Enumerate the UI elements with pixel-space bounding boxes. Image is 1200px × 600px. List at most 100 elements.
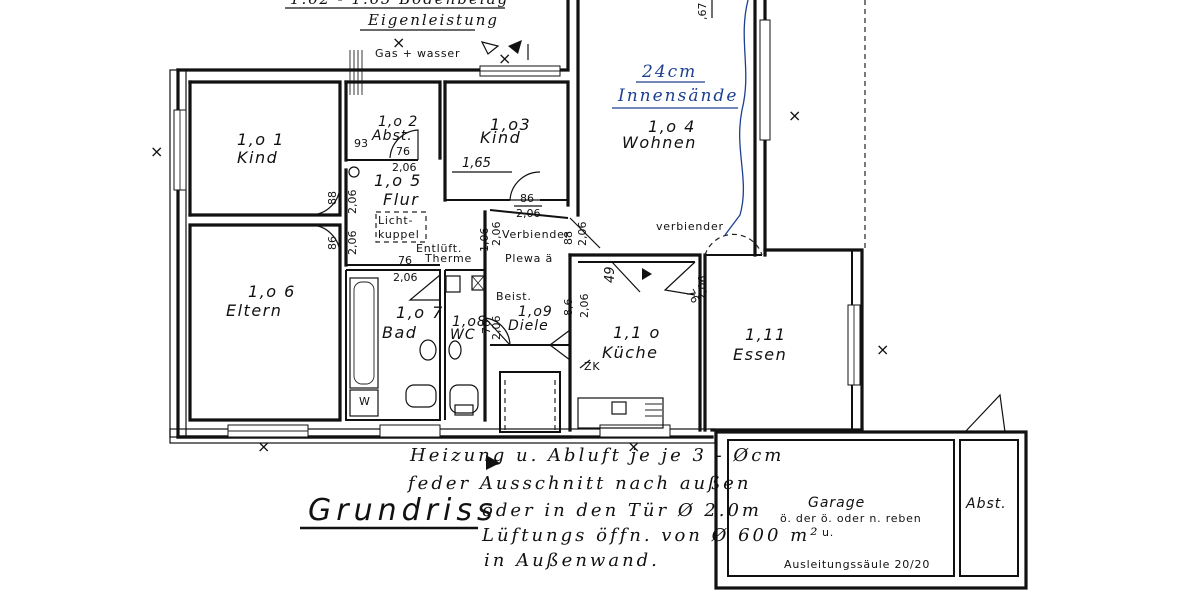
- dimension-text: 2,06: [490, 316, 503, 341]
- room-104-label: 1,o 4 Wohnen: [622, 117, 697, 152]
- doors: [309, 129, 1006, 433]
- room-110-label: 1,1 o Küche: [602, 323, 661, 362]
- skylight-label: kuppel: [378, 228, 420, 241]
- x-marker: ×: [392, 33, 405, 52]
- room-107-label: 1,o 7 Bad: [382, 303, 442, 342]
- dimension-text: 88: [562, 231, 575, 245]
- utilities-label: Gas + wasser: [375, 47, 460, 60]
- dimension-text: 2,06: [576, 222, 589, 247]
- vent-label: Entlüft.: [416, 242, 462, 255]
- dimension-text: 2,06: [578, 294, 591, 319]
- room-number: 1,o 5: [374, 171, 422, 190]
- note-line-4: Lüftungs öffn. von Ø 600 m²: [481, 525, 820, 546]
- room-102-label: 1,o 2 Abst.: [371, 114, 418, 144]
- washer-label: W: [359, 395, 371, 408]
- room-number: 1,o8: [452, 314, 487, 330]
- plewa-label: Plewa ä: [505, 252, 553, 265]
- room-name: Flur: [383, 190, 419, 209]
- room-name: Kind: [237, 148, 278, 167]
- note-line-5: in Außenwand.: [484, 550, 660, 571]
- dimension-text: 76: [683, 287, 701, 306]
- room-name: Abst.: [371, 128, 413, 144]
- x-marker: ×: [498, 49, 511, 68]
- dimension-text: 2,06: [346, 231, 359, 256]
- svg-text:×: ×: [257, 437, 270, 456]
- room-105-label: 1,o 5 Flur: [374, 171, 422, 209]
- dimension-text: 1,06: [478, 228, 491, 253]
- room-name: Kind: [480, 128, 521, 147]
- closet-label: Beist.: [496, 290, 532, 303]
- garage-label: Garage: [808, 495, 865, 511]
- room-number: 1,1 o: [613, 323, 661, 342]
- room-name: Küche: [602, 343, 658, 362]
- room-number: 1,o3: [490, 115, 531, 134]
- dimension-text: 2,06: [392, 161, 417, 174]
- bathroom-fixtures: [349, 275, 485, 417]
- room-108-label: 1,o8 WC: [450, 314, 487, 343]
- room-number: 1,o 2: [378, 114, 418, 130]
- dimension-text: 76: [480, 320, 493, 334]
- handwritten-notes: Heizung u. Abluft je je 3 - Øcm feder Au…: [406, 445, 930, 571]
- dimension-text: 1,65: [462, 156, 491, 171]
- dimension-text: 2,06: [696, 276, 709, 301]
- room-name: Essen: [733, 345, 787, 364]
- room-name: Wohnen: [622, 133, 697, 152]
- dimension-text: 76: [398, 254, 412, 267]
- dimensions: 93 76 2,06 1,65 88 2,06 86 2,06 86 2,06 …: [326, 137, 709, 340]
- dimension-text: 8,6: [562, 299, 575, 317]
- dimension-text: 93: [354, 137, 368, 150]
- dimension-text: 86: [326, 236, 339, 250]
- plan-title: Grundriss: [308, 493, 498, 528]
- garage-note: ö. der ö. oder n. reben: [780, 512, 921, 525]
- dimension-text: 88: [326, 191, 339, 205]
- blue-wall-markup: [724, 0, 749, 236]
- markers: × × × × ×: [150, 106, 889, 470]
- room-number: 1,11: [745, 325, 787, 344]
- arrow-symbol: [486, 455, 500, 470]
- connector-label: Verbiender: [502, 228, 570, 241]
- room-name: Eltern: [226, 301, 282, 320]
- svg-text:×: ×: [876, 340, 889, 359]
- meter-symbol: [348, 166, 360, 178]
- interior-walls: [188, 80, 762, 433]
- dimension-text: 2,06: [393, 271, 418, 284]
- note-line-3: oder in den Tür Ø 2.0m: [482, 500, 762, 521]
- service-labels: Licht- kuppel Entlüft. Therme Verbiender…: [359, 214, 724, 408]
- inner-wall-note-1: 24cm: [641, 62, 697, 82]
- room-number: 1,o9: [518, 304, 553, 320]
- room-number: 1,o 1: [237, 130, 285, 149]
- chimney-label: Ausleitungssäule 20/20: [784, 558, 930, 571]
- room-106-label: 1,o 6 Eltern: [226, 282, 296, 320]
- room-101-label: 1,o 1 Kind: [237, 130, 285, 167]
- room-name: WC: [450, 327, 476, 343]
- garage-note-2: u.: [822, 526, 834, 539]
- dimension-text: 76: [396, 145, 410, 158]
- inner-wall-note-2: Innensände: [617, 86, 738, 106]
- skylight-label: Licht-: [378, 214, 413, 227]
- dimension-text: 86: [520, 192, 534, 205]
- zk-label: ZK: [584, 360, 600, 373]
- windows: [173, 19, 861, 438]
- dimension-text: 2,06: [346, 190, 359, 215]
- top-dimension: ,67: [696, 3, 709, 21]
- dimension-text: 2,06: [516, 207, 541, 220]
- room-number: 1,o 6: [248, 282, 296, 301]
- room-111-label: 1,11 Essen: [733, 325, 787, 364]
- dimension-text: 2,06: [490, 222, 503, 247]
- svg-text:×: ×: [150, 142, 163, 161]
- room-103-label: 1,o3 Kind: [480, 115, 531, 147]
- skylight: [375, 211, 427, 243]
- dimension-text: 49: [603, 266, 618, 283]
- room-109-label: 1,o9 Diele: [508, 304, 553, 334]
- boiler-label: Therme: [424, 252, 472, 265]
- gas-symbol: [642, 268, 652, 280]
- note-line-2: feder Ausschnitt nach außen: [406, 473, 751, 494]
- room-name: Diele: [508, 318, 549, 334]
- room-name: Bad: [382, 323, 417, 342]
- note-line-1: Heizung u. Abluft je je 3 - Øcm: [409, 445, 784, 466]
- flooring-note-line1: 1.o2 - 1.o5 Bodenbelag: [290, 0, 509, 8]
- flooring-note-line2: Eigenleistung: [367, 11, 499, 29]
- svg-text:×: ×: [627, 437, 640, 456]
- connector-label-large: verbiender: [656, 220, 724, 233]
